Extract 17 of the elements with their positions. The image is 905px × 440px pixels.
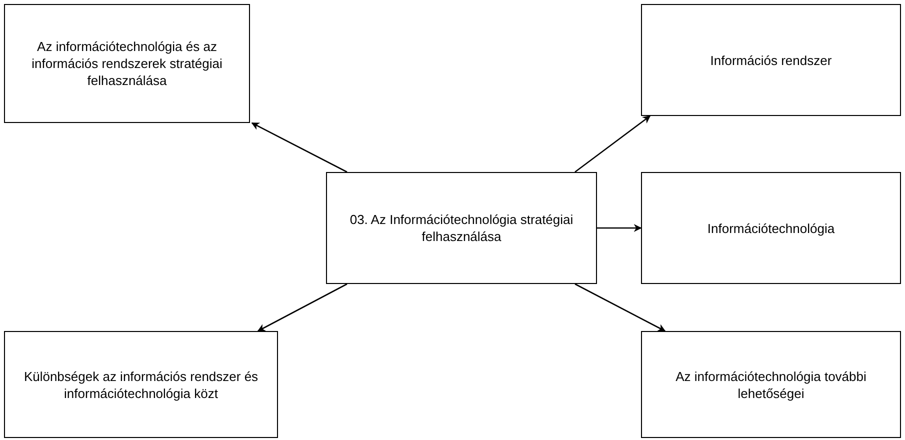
topic-box <box>641 331 901 438</box>
topic-box <box>641 4 901 116</box>
arrow <box>597 224 642 232</box>
box-label: Különbségek az információs rendszer és információtechnológia közt <box>22 368 260 402</box>
arrow <box>251 122 348 173</box>
topic-box <box>641 172 901 284</box>
box-label: Információtechnológia <box>707 220 835 236</box>
topic-box <box>4 4 250 123</box>
topic-box <box>326 172 597 284</box>
arrow <box>574 283 666 332</box>
box-label: Az információtechnológia további lehetőségei <box>674 368 868 402</box>
box-label: 03. Az Információtechnológia stratégiai felhasználása <box>348 211 574 245</box>
box-label: Az információtechnológia és az információs rendszerek stratégiai felhasználása <box>30 38 224 89</box>
topic-box <box>4 331 278 438</box>
arrow <box>574 115 651 173</box>
arrow <box>257 283 348 332</box>
box-label: Információs rendszer <box>710 52 832 68</box>
